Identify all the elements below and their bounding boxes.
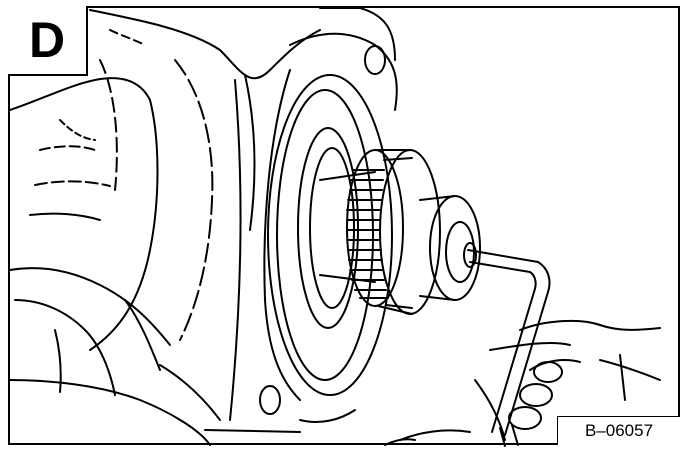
shaft-end-icon xyxy=(419,195,481,301)
hand-icon xyxy=(384,319,661,447)
mounting-flange-icon xyxy=(204,7,398,433)
figure-code-box: B–06057 xyxy=(557,416,680,445)
panel-frame xyxy=(8,6,680,445)
figure-code: B–06057 xyxy=(584,421,654,440)
panel-letter: D xyxy=(28,12,66,68)
pump-housing-icon xyxy=(9,9,321,446)
hex-key-icon xyxy=(467,249,551,436)
panel-letter-box: D xyxy=(8,6,88,76)
splined-gear-icon xyxy=(346,149,441,315)
